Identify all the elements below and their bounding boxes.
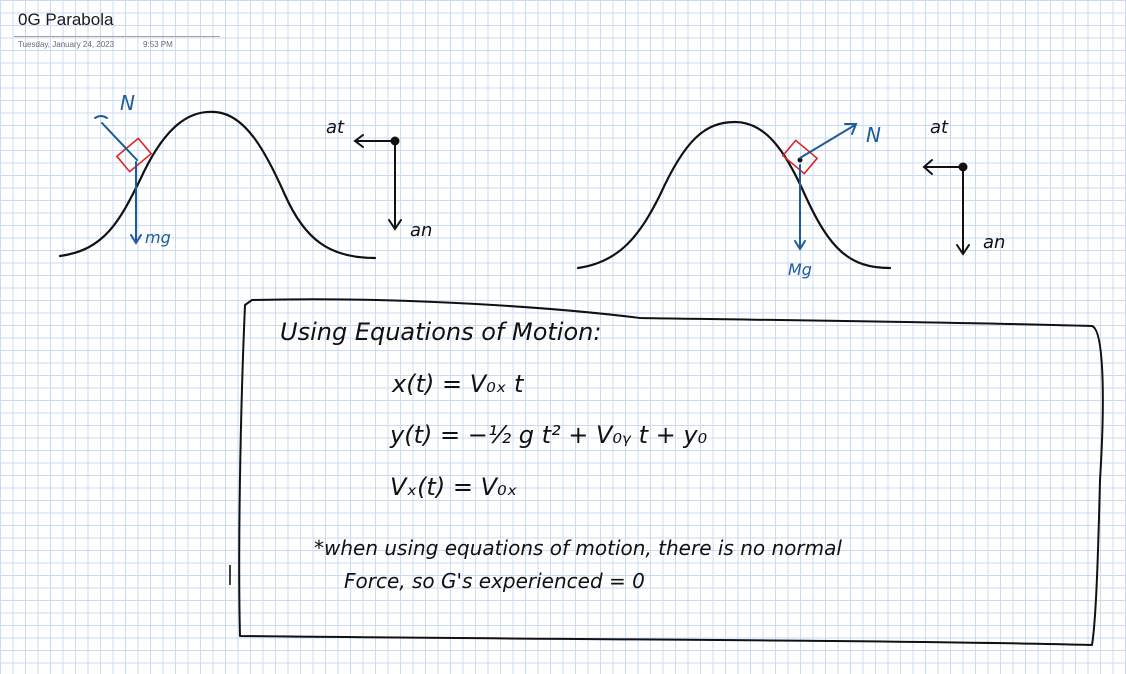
notes-box-outline [238, 298, 1104, 646]
right-hill-curve [576, 120, 892, 270]
left-normal-label: N [120, 91, 135, 115]
page-title: 0G Parabola [18, 10, 114, 29]
left-weight-arrow [130, 161, 142, 245]
left-normal-force-arrow [94, 115, 138, 161]
left-free-body-diagram: N mg at an [58, 91, 432, 260]
right-weight-label: Mg [788, 260, 812, 279]
right-normal-force-arrow [799, 123, 858, 159]
right-free-body-diagram: N Mg at an [576, 117, 1005, 279]
right-accel-diagram [922, 159, 970, 256]
left-hill-curve [58, 110, 377, 260]
right-block-center [797, 157, 803, 163]
remark-line-1: *when using equations of motion, there i… [314, 536, 842, 560]
right-block [781, 139, 819, 175]
equation-y: y(t) = −½ g t² + V₀ᵧ t + y₀ [389, 421, 708, 449]
right-normal-label: N [866, 123, 881, 147]
left-normal-accel-label: an [410, 220, 432, 241]
left-tangential-label: at [326, 117, 345, 138]
notes-heading: Using Equations of Motion: [280, 318, 601, 346]
left-accel-diagram [353, 134, 402, 231]
equation-x: x(t) = V₀ₓ t [391, 370, 525, 398]
right-normal-accel-label: an [983, 232, 1005, 253]
page-date: Tuesday, January 24, 2023 [18, 40, 115, 49]
right-weight-arrow [794, 164, 806, 251]
page-time: 9:53 PM [143, 40, 173, 49]
right-tangential-label: at [930, 117, 949, 138]
title-divider [14, 36, 220, 37]
remark-line-2: Force, so G's experienced = 0 [344, 569, 645, 593]
left-block [115, 137, 153, 173]
equation-vx: Vₓ(t) = V₀ₓ [390, 473, 517, 501]
left-weight-label: mg [145, 228, 171, 247]
